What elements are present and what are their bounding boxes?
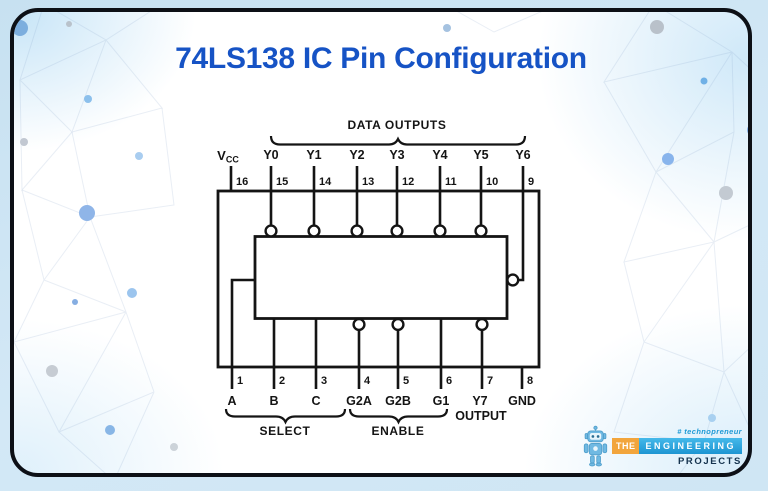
pin-label-g2b: G2B <box>385 394 411 408</box>
braces <box>224 135 527 425</box>
inversion-bubble <box>390 224 404 238</box>
inversion-bubble <box>506 273 520 287</box>
robot-icon <box>583 425 608 467</box>
pin-number-3: 3 <box>321 375 327 387</box>
pin-label-y3: Y3 <box>389 148 404 162</box>
pin-diagram: DATA OUTPUTS SELECT ENABLE OUTPUT VCC Y0… <box>216 118 541 438</box>
brand-logo: # technopreneur THE ENGINEERING PROJECTS <box>582 425 742 467</box>
pin-label-g1: G1 <box>433 394 450 408</box>
inversion-bubble <box>391 317 405 332</box>
inversion-bubble <box>350 224 364 238</box>
pin-number-2: 2 <box>279 375 285 387</box>
inversion-bubbles <box>264 224 520 332</box>
brand-logo-text: # technopreneur THE ENGINEERING PROJECTS <box>611 427 742 467</box>
pin-label-y7: Y7 <box>472 394 487 408</box>
pin-label-y4: Y4 <box>432 148 447 162</box>
pin-label-y2: Y2 <box>349 148 364 162</box>
select-brace <box>224 408 347 425</box>
brand-word-projects: PROJECTS <box>677 456 742 467</box>
inversion-bubble <box>474 224 488 238</box>
pin-label-gnd: GND <box>508 394 536 408</box>
select-label: SELECT <box>260 424 311 438</box>
pin-number-8: 8 <box>527 375 533 387</box>
pin-number-9: 9 <box>528 176 534 188</box>
decorative-dots <box>14 20 748 451</box>
pin-number-1: 1 <box>237 375 243 387</box>
enable-label: ENABLE <box>372 424 425 438</box>
brand-word-engineering: ENGINEERING <box>639 438 742 454</box>
output-label: OUTPUT <box>455 409 507 423</box>
pin-label-vcc: VCC <box>217 148 239 165</box>
wire-pin1-a <box>230 278 255 389</box>
ic-inner-block <box>253 235 509 320</box>
pin-label-y0: Y0 <box>263 148 278 162</box>
pin-label-y1: Y1 <box>306 148 321 162</box>
wire-pin9-y6 <box>518 166 525 282</box>
data-outputs-brace <box>269 135 527 146</box>
pin-number-14: 14 <box>319 176 332 188</box>
enable-brace <box>348 408 449 425</box>
pin-number-10: 10 <box>486 176 498 188</box>
pin-label-y5: Y5 <box>473 148 488 162</box>
pin-wires <box>229 166 525 389</box>
ic-package-outline <box>216 189 541 369</box>
pin-label-a: A <box>227 394 236 408</box>
data-outputs-label: DATA OUTPUTS <box>348 118 447 132</box>
decorative-mesh <box>14 12 748 473</box>
inversion-bubble <box>433 224 447 238</box>
pin-number-13: 13 <box>362 176 374 188</box>
pin-label-y6: Y6 <box>515 148 530 162</box>
inversion-bubble <box>264 224 278 238</box>
content-card: 74LS138 IC Pin Configuration <box>10 8 752 477</box>
pin-number-6: 6 <box>446 375 452 387</box>
pin-number-4: 4 <box>364 375 371 387</box>
pin-number-11: 11 <box>445 176 457 188</box>
inversion-bubble <box>352 317 366 332</box>
pin-label-b: B <box>269 394 278 408</box>
ic-outline-group <box>216 189 541 369</box>
pin-number-7: 7 <box>487 375 493 387</box>
pin-number-15: 15 <box>276 176 288 188</box>
brand-tagline: # technopreneur <box>677 427 742 436</box>
brand-word-the: THE <box>611 438 640 454</box>
pin-number-5: 5 <box>403 375 409 387</box>
pin-number-16: 16 <box>236 176 248 188</box>
pin-number-12: 12 <box>402 176 414 188</box>
inversion-bubble <box>475 317 489 332</box>
page-title: 74LS138 IC Pin Configuration <box>175 42 587 75</box>
inversion-bubble <box>307 224 321 238</box>
pin-label-g2a: G2A <box>346 394 372 408</box>
pin-label-c: C <box>311 394 320 408</box>
